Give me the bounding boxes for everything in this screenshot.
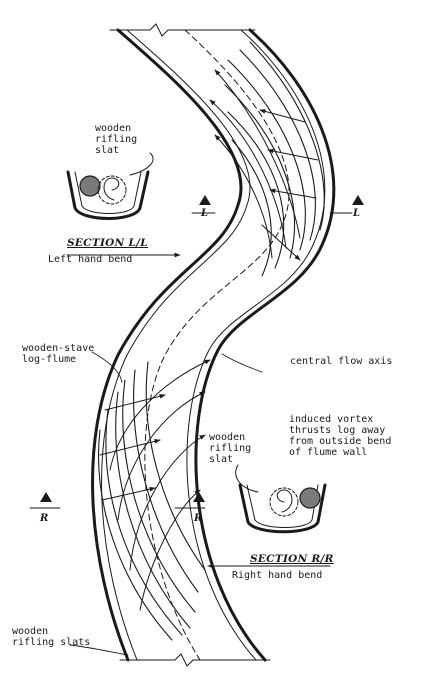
rifling-slats-upper xyxy=(225,42,324,276)
label-line: wooden-stave xyxy=(22,343,94,354)
section-ll-caption: Left hand bend xyxy=(48,254,132,265)
label-line: thrusts log away xyxy=(289,425,391,436)
vortex-arrows-lower xyxy=(100,360,210,610)
label-line: of flume wall xyxy=(289,447,391,458)
section-marker-r-right: R xyxy=(194,513,202,524)
label-line: induced vortex xyxy=(289,414,391,425)
label-central-flow-axis: central flow axis xyxy=(290,356,392,367)
label-rifling-slat-left: wooden rifling slat xyxy=(95,123,137,156)
section-rr-title: SECTION R/R xyxy=(250,554,334,565)
label-rifling-slats-bottom: wooden rifling slats xyxy=(12,626,90,648)
section-marker-l-right-triangle xyxy=(352,195,364,205)
label-line: rifling xyxy=(95,134,137,145)
section-marker-r-left: R xyxy=(40,513,48,524)
label-induced-vortex: induced vortex thrusts log away from out… xyxy=(289,414,391,458)
section-marker-l-right: L xyxy=(353,208,360,219)
label-line: slat xyxy=(209,454,251,465)
section-marker-r-right-triangle xyxy=(193,492,205,502)
label-line: rifling xyxy=(209,443,251,454)
label-line: slat xyxy=(95,145,137,156)
label-line: rifling slats xyxy=(12,637,90,648)
section-rr-sketch xyxy=(208,465,330,566)
section-marker-r-left-triangle xyxy=(40,492,52,502)
label-line: wooden xyxy=(95,123,137,134)
label-line: log-flume xyxy=(22,354,94,365)
label-rifling-slat-right: wooden rifling slat xyxy=(209,432,251,465)
section-ll-title: SECTION L/L xyxy=(67,238,148,249)
section-rr-caption: Right hand bend xyxy=(232,570,322,581)
section-marker-l-left: L xyxy=(201,208,208,219)
break-symbol-bottom xyxy=(120,654,270,666)
label-line: wooden xyxy=(209,432,251,443)
label-line: wooden xyxy=(12,626,90,637)
label-wooden-stave-flume: wooden-stave log-flume xyxy=(22,343,94,365)
leader-central-axis xyxy=(222,354,262,372)
label-line: from outside bend xyxy=(289,436,391,447)
section-marker-l-left-triangle xyxy=(199,195,211,205)
